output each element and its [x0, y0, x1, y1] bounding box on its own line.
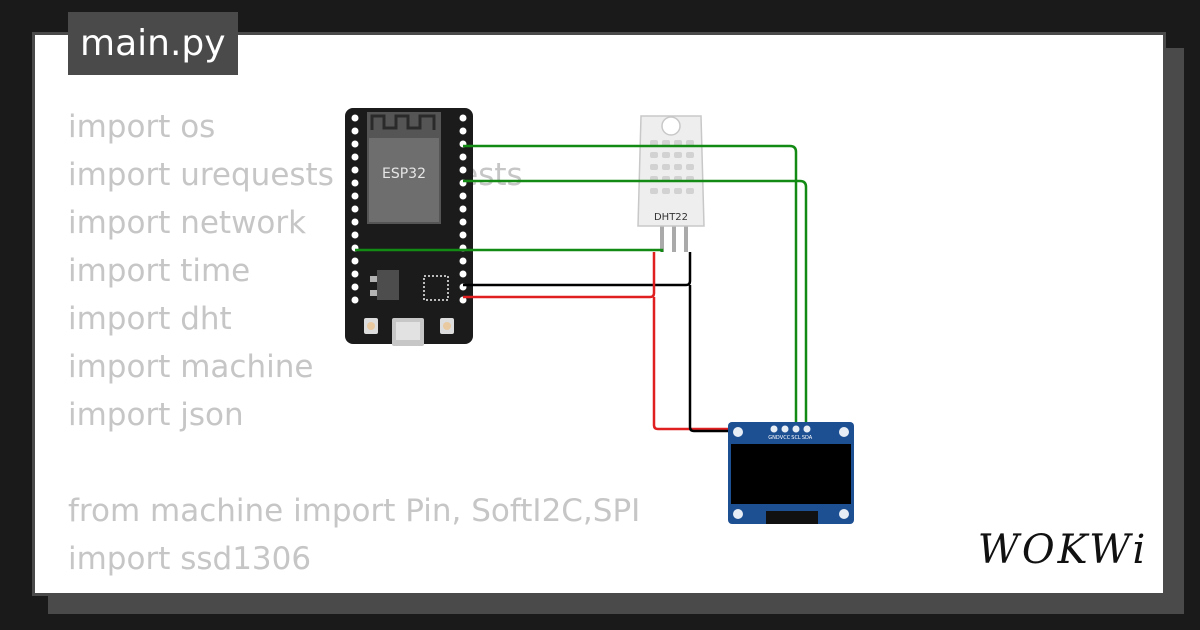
code-line: from machine import Pin, SoftI2C,SPI — [68, 493, 641, 529]
oled-pin-vcc: VCC — [780, 435, 791, 441]
wires — [355, 144, 808, 433]
dht22-sensor[interactable]: DHT22 — [637, 115, 705, 252]
wire-black — [463, 252, 692, 287]
preview-card — [32, 32, 1166, 596]
oled-pin-gnd: GND — [768, 435, 780, 441]
wire-green — [463, 179, 808, 424]
oled-pin-sda: SDA — [802, 435, 813, 441]
wire-green — [355, 248, 664, 252]
wire-black — [688, 285, 772, 433]
code-line: import ssd1306 — [68, 541, 312, 577]
wire-red — [652, 297, 782, 431]
code-line: import machine — [68, 349, 314, 385]
wire-green — [463, 144, 798, 424]
code-line: import dht — [68, 301, 232, 337]
wire-red — [463, 252, 656, 299]
oled-display[interactable]: GND VCC SCL SDA — [728, 422, 854, 524]
wokwi-logo: WOKWi — [978, 527, 1149, 573]
file-name-tab[interactable]: main.py — [68, 12, 238, 75]
code-line: import json — [68, 397, 244, 433]
code-line: import os — [68, 109, 216, 145]
oled-pin-scl: SCL — [791, 435, 801, 441]
esp32-board[interactable]: ESP32 — [345, 108, 473, 346]
esp32-label: ESP32 — [382, 166, 426, 182]
code-line: import network — [68, 205, 307, 241]
dht22-label: DHT22 — [654, 212, 688, 223]
code-line: import time — [68, 253, 251, 289]
wokwi-logo-text: WOKWi — [978, 527, 1149, 573]
